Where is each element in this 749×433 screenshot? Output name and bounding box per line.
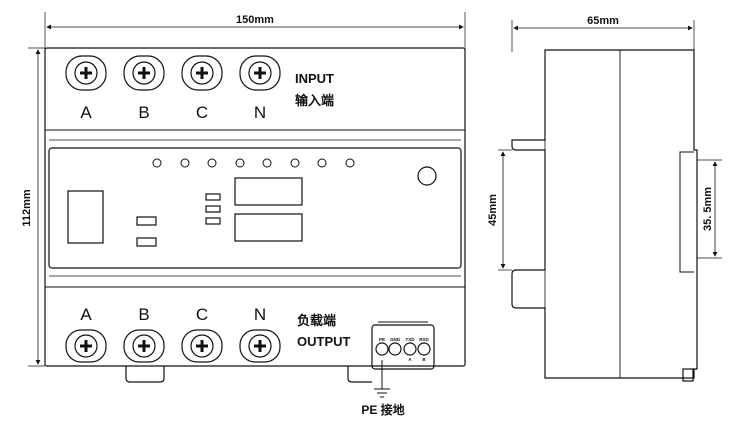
mini-slot-3	[205, 217, 221, 225]
input-label-a: A	[80, 103, 92, 122]
output-terminal-b	[123, 329, 165, 363]
front-view: 150mm 112mm	[21, 12, 466, 398]
indicator-slot-1	[136, 216, 157, 226]
ground-label: PE 接地	[361, 402, 404, 417]
input-label-cn: 输入端	[295, 93, 334, 108]
output-label-cn: 负载端	[297, 313, 336, 328]
input-label-b: B	[138, 103, 149, 122]
output-label-c: C	[196, 305, 208, 324]
led-row	[152, 158, 355, 168]
output-label-n: N	[254, 305, 266, 324]
input-terminal-b	[123, 55, 165, 91]
depth-dim-label: 65mm	[587, 15, 619, 27]
side-body-outline	[511, 49, 698, 379]
side-latch	[682, 368, 694, 382]
front-panel	[48, 147, 462, 269]
port-label-txd: TXD	[406, 337, 416, 342]
port-rxd	[417, 342, 431, 356]
output-label-a: A	[80, 305, 92, 324]
output-terminal-a	[65, 329, 107, 363]
output-terminal-c	[181, 329, 223, 363]
ground-symbol-icon	[374, 360, 390, 398]
mini-slot-2	[205, 205, 221, 213]
port-label-rxd: RXD	[419, 337, 429, 342]
output-label-en: OUTPUT	[297, 334, 351, 349]
input-terminal-a	[65, 55, 107, 91]
height-dimension	[28, 47, 45, 367]
comm-port-block	[371, 324, 435, 370]
input-label-n: N	[254, 103, 266, 122]
lcd-window	[67, 190, 104, 244]
output-label-b: B	[138, 305, 149, 324]
port-gnd	[388, 342, 402, 356]
port-pe	[375, 342, 389, 356]
input-label-c: C	[196, 103, 208, 122]
port-label-gnd: GND	[390, 337, 401, 342]
input-terminal-n	[239, 55, 281, 91]
side-view	[498, 20, 722, 382]
din-clip-left	[125, 366, 165, 383]
din-clip-right	[347, 366, 372, 383]
digit-display-top	[234, 177, 303, 206]
port-txd	[403, 342, 417, 356]
port-sub-rxd: B	[422, 357, 426, 362]
input-terminal-c	[181, 55, 223, 91]
clip-dim-label: 35. 5mm	[702, 187, 714, 231]
housing-outline	[44, 47, 466, 367]
rail-height-dim-label: 45mm	[487, 194, 499, 226]
digit-display-bottom	[234, 213, 303, 242]
port-sub-txd: A	[408, 357, 412, 362]
height-dim-label: 112mm	[21, 189, 33, 227]
indicator-slot-2	[136, 237, 157, 247]
reset-button[interactable]	[417, 166, 437, 186]
port-label-pe: PE	[379, 337, 385, 342]
width-dimension	[44, 12, 466, 50]
width-dim-label: 150mm	[236, 14, 274, 26]
output-terminal-n	[239, 329, 281, 363]
mini-slot-1	[205, 193, 221, 201]
input-label-en: INPUT	[295, 71, 334, 86]
